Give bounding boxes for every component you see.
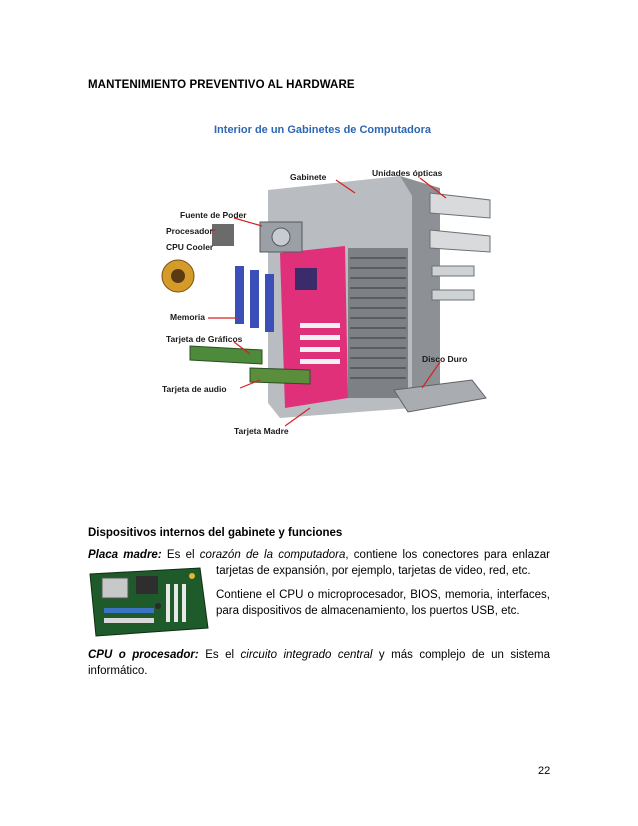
- placa-madre-line1: Placa madre: Es el corazón de la computa…: [88, 549, 550, 561]
- motherboard-photo: [89, 567, 209, 637]
- callout-unidades-opticas: Unidades ópticas: [372, 168, 443, 178]
- cpu-socket-shape: [295, 268, 317, 290]
- memory-module-shape: [235, 266, 244, 324]
- placa-madre-line4: para dispositivos de almacenamiento, los…: [216, 605, 520, 617]
- pci-slot-shape: [300, 323, 340, 328]
- section-subheading: Dispositivos internos del gabinete y fun…: [88, 527, 343, 539]
- cpu-line1: CPU o procesador: Es el circuito integra…: [88, 649, 550, 661]
- computer-case-figure: Interior de un Gabinetes de Computadora …: [150, 118, 510, 448]
- callout-fuente-poder: Fuente de Poder: [180, 210, 247, 220]
- callout-procesador: Procesador: [166, 226, 213, 236]
- audio-card-shape: [249, 367, 311, 385]
- callout-lines: [208, 177, 447, 427]
- callout-tarjeta-graficos: Tarjeta de Gráficos: [166, 334, 243, 344]
- placa-madre-label: Placa madre:: [88, 549, 162, 561]
- callout-gabinete: Gabinete: [290, 172, 327, 182]
- callout-disco-duro: Disco Duro: [422, 354, 468, 364]
- case-grille: [348, 248, 408, 398]
- callout-cpu-cooler: CPU Cooler: [166, 242, 214, 252]
- page-heading: MANTENIMIENTO PREVENTIVO AL HARDWARE: [88, 79, 355, 91]
- cpu-line2: informático.: [88, 665, 148, 677]
- cpu-label: CPU o procesador:: [88, 649, 199, 661]
- optical-drive-shape: [429, 192, 491, 219]
- case-illustration: [161, 176, 491, 427]
- placa-madre-line2: tarjetas de expansión, por ejemplo, tarj…: [216, 565, 531, 577]
- placa-madre-line3: Contiene el CPU o microprocesador, BIOS,…: [216, 589, 550, 601]
- page-number: 22: [538, 765, 551, 777]
- callout-tarjeta-audio: Tarjeta de audio: [162, 384, 227, 394]
- processor-shape: [212, 224, 234, 246]
- callout-memoria: Memoria: [170, 312, 205, 322]
- figure-title: Interior de un Gabinetes de Computadora: [214, 124, 431, 136]
- hard-disk-shape: [393, 379, 487, 413]
- callout-tarjeta-madre: Tarjeta Madre: [234, 426, 289, 436]
- graphics-card-shape: [189, 345, 263, 365]
